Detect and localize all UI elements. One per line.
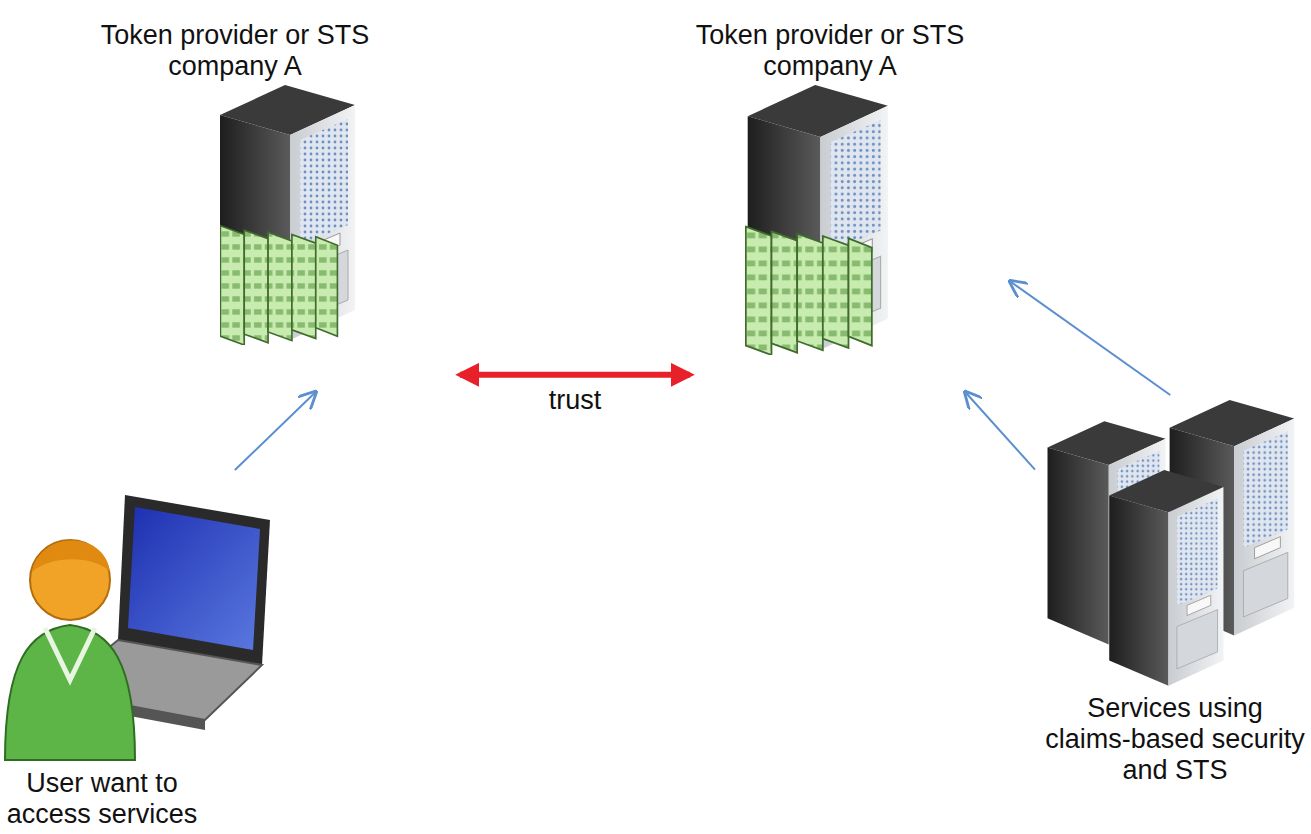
server-node: Services using claims-based security and… — [1035, 395, 1311, 834]
server-node: Token provider or STS company A — [690, 10, 1010, 392]
node-caption: Token provider or STS company A — [690, 20, 970, 82]
node-caption: Services using claims-based security and… — [1045, 693, 1305, 786]
connector-arrow — [1010, 281, 1170, 395]
node-caption: Token provider or STS company A — [95, 20, 375, 82]
connector-arrow — [235, 392, 316, 470]
edge-label: trust — [545, 385, 606, 416]
connector-arrow — [965, 392, 1035, 470]
server-node: Token provider or STS company A — [90, 10, 460, 392]
node-caption: User want to access services — [2, 768, 202, 830]
connector-arrow — [460, 372, 690, 378]
server-node: User want to access services — [0, 470, 290, 834]
